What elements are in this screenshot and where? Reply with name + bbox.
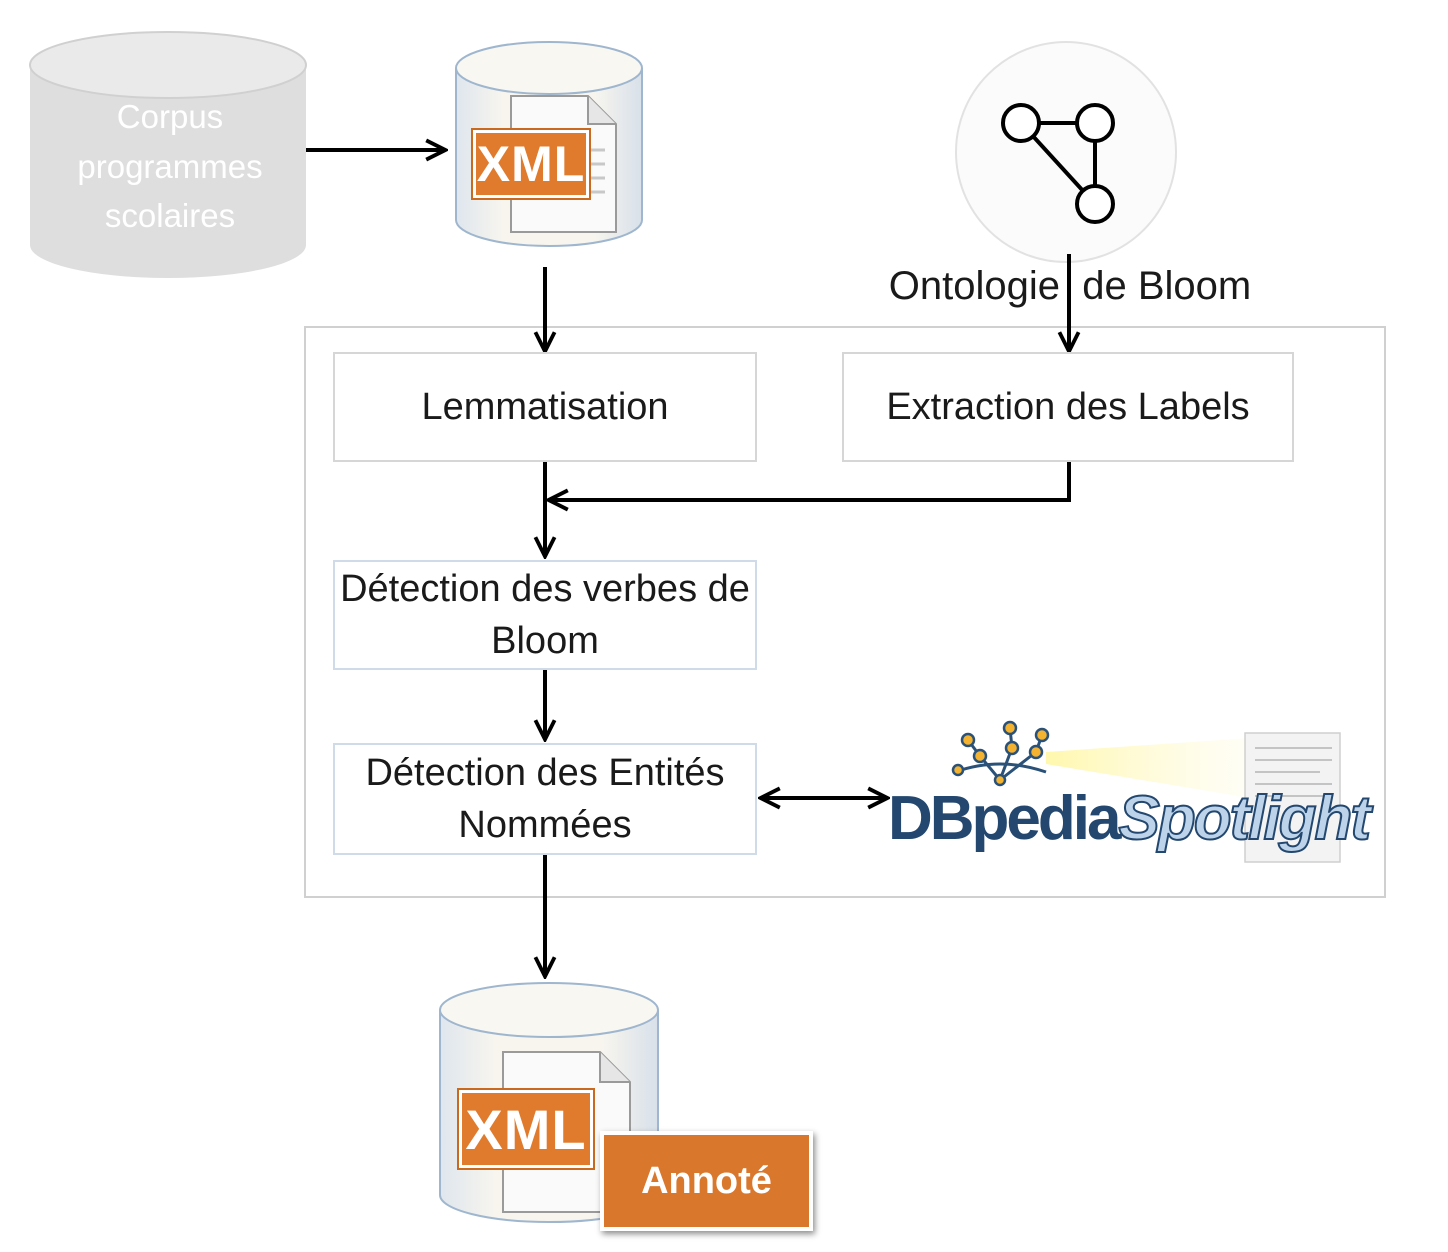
processing-frame [304,326,1386,898]
spotlight-wordmark: Spotlight [1117,784,1372,853]
xml-input-tag: XML [473,130,589,198]
ontology-label: Ontologie de Bloom [888,264,1252,308]
xml-output-tag: XML [459,1090,593,1168]
corpus-database [29,31,307,278]
arrow-extraction-to-verbes [551,462,1071,500]
document-icon [1244,732,1341,863]
step-detection-entites: Détection des Entités Nommées [333,743,757,855]
step-lemmatisation: Lemmatisation [333,352,757,462]
dbpedia-wordmark: DBpedia [888,784,1121,853]
step-extraction-labels: Extraction des Labels [842,352,1294,462]
annotated-badge: Annoté [600,1131,813,1231]
dbpedia-spotlight-logo-text: DBpediaSpotlight [888,787,1372,851]
step-detection-verbes: Détection des verbes de Bloom [333,560,757,670]
corpus-label: Corpus programmes scolaires [77,98,263,234]
dbpedia-spotlight-logo-graphic [951,720,1341,863]
ontology-graph-icon [955,41,1177,263]
